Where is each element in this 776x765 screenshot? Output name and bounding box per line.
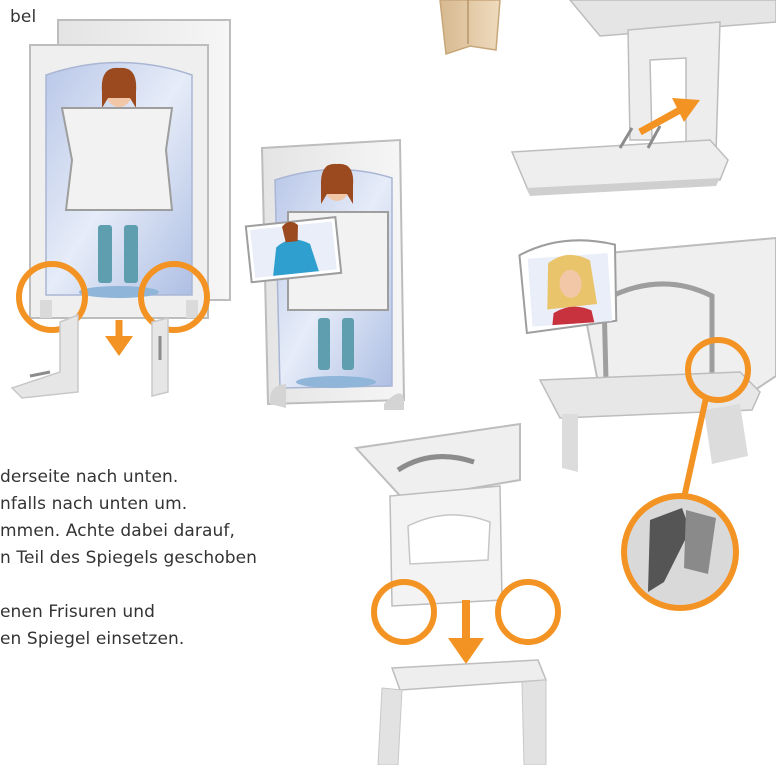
mirror-stand-illustration-1 <box>12 20 230 398</box>
orange-arrow-down-2 <box>448 638 484 664</box>
orange-circle-marker-seat-right <box>498 582 558 642</box>
orange-arrow-down-1 <box>105 336 133 356</box>
seat-assembly-illustration <box>356 424 558 765</box>
wooden-part-illustration <box>440 0 500 54</box>
mirror-stand-illustration-2 <box>246 140 404 410</box>
seat-base-illustration <box>512 0 776 196</box>
stand-with-zoom-illustration <box>519 238 776 608</box>
